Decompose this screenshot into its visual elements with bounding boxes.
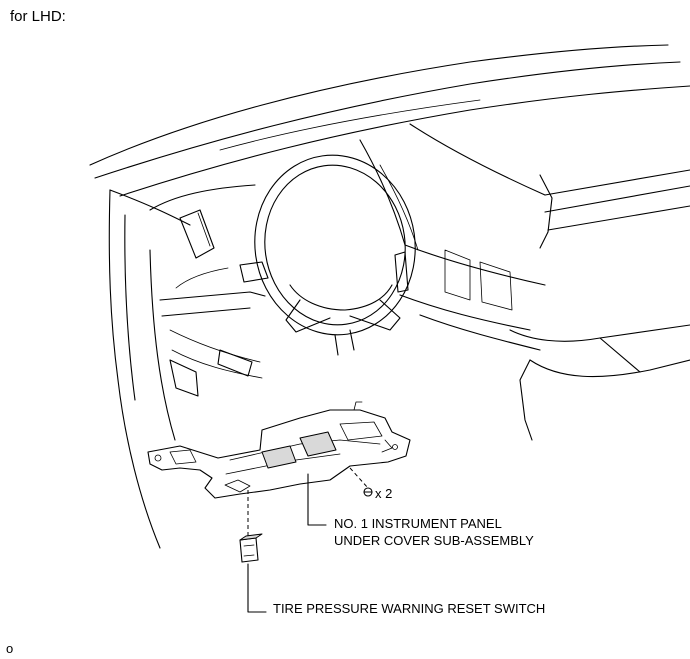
corner-mark: o [6, 641, 14, 656]
panel-label-line1: NO. 1 INSTRUMENT PANEL [334, 516, 502, 531]
fastener-count-label: x 2 [375, 486, 393, 501]
switch-label: TIRE PRESSURE WARNING RESET SWITCH [273, 601, 546, 616]
panel-label-line2: UNDER COVER SUB-ASSEMBLY [334, 533, 534, 548]
diagram-heading: for LHD: [10, 8, 66, 25]
